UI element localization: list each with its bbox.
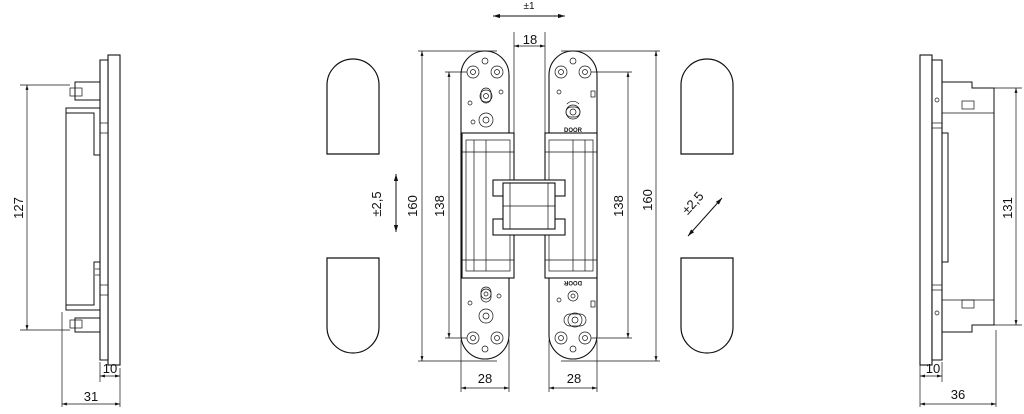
left-side-view: 127 10 31 bbox=[11, 54, 121, 407]
depth-adjust-label: ±2,5 bbox=[679, 189, 707, 218]
right-side-view: 131 10 36 bbox=[919, 54, 1022, 407]
horizontal-adjust-label: ±1 bbox=[523, 1, 534, 12]
outer-height-right-label: 160 bbox=[640, 189, 655, 211]
front-view: DOOR DOOR ±1 18 ±2,5 160 138 138 bbox=[369, 1, 723, 392]
outer-height-left-label: 160 bbox=[405, 195, 420, 217]
right-total-width-label: 36 bbox=[951, 387, 965, 402]
right-height-label: 131 bbox=[1000, 197, 1015, 219]
inner-height-left-label: 138 bbox=[432, 195, 447, 217]
inner-height-right-label: 138 bbox=[611, 195, 626, 217]
left-total-width-label: 31 bbox=[84, 389, 98, 404]
left-height-label: 127 bbox=[11, 197, 26, 219]
right-cover-caps bbox=[680, 58, 734, 354]
right-part-width-label: 10 bbox=[926, 361, 940, 376]
vertical-adjust-label: ±2,5 bbox=[369, 191, 384, 216]
door-mark-top: DOOR bbox=[564, 128, 583, 134]
left-leaf-width-label: 28 bbox=[478, 371, 492, 386]
door-mark-bottom: DOOR bbox=[563, 279, 582, 285]
gap-label: 18 bbox=[523, 32, 537, 47]
left-cover-caps bbox=[326, 58, 380, 354]
left-part-width-label: 10 bbox=[103, 361, 117, 376]
right-leaf-width-label: 28 bbox=[567, 371, 581, 386]
